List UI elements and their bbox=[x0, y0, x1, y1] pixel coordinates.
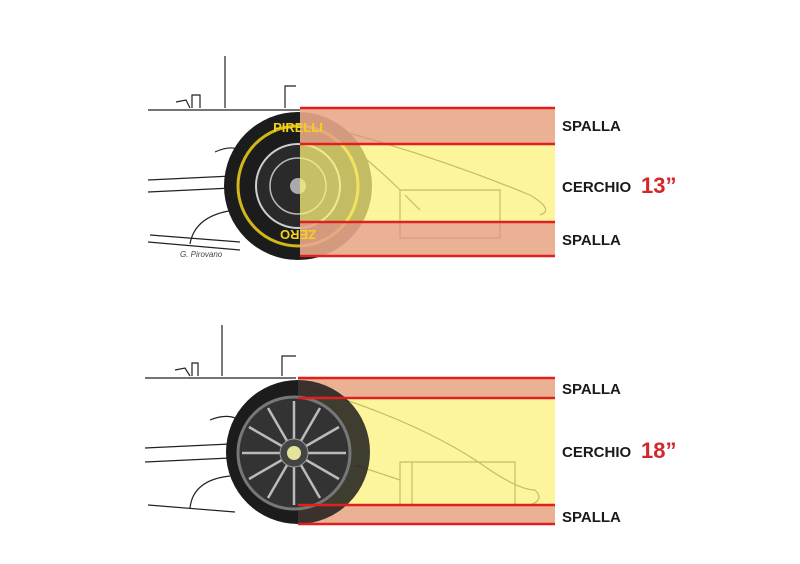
sidewall-label-bottom-lower: SPALLA bbox=[562, 509, 621, 526]
band-lines-top bbox=[300, 106, 555, 258]
sidewall-band-top-lower bbox=[300, 222, 555, 256]
tyre-brand-text: PIRELLI bbox=[273, 120, 323, 135]
tyre-18-inch bbox=[226, 380, 370, 524]
artist-signature: G. Pirovano bbox=[180, 250, 223, 259]
rim-size-18: 18” bbox=[641, 438, 676, 463]
rim-label-top: CERCHIO bbox=[562, 179, 632, 196]
sidewall-label-top-upper: SPALLA bbox=[562, 118, 621, 135]
sidewall-band-bottom-lower bbox=[298, 505, 555, 524]
tyre-model-text: ZERO bbox=[280, 227, 316, 242]
sidewall-band-bottom-upper bbox=[298, 378, 555, 398]
bottom-panel-18-inch: SPALLA CERCHIO 18” SPALLA bbox=[144, 325, 676, 526]
sidewall-label-bottom-upper: SPALLA bbox=[562, 381, 621, 398]
band-lines-bottom bbox=[298, 376, 555, 526]
sidewall-label-top-lower: SPALLA bbox=[562, 232, 621, 249]
rim-size-13: 13” bbox=[641, 173, 676, 198]
rim-label-bottom: CERCHIO bbox=[562, 444, 632, 461]
rim-band-13 bbox=[300, 144, 555, 222]
top-panel-13-inch: PIRELLI ZERO SPALLA CERCHIO 13” SPALLA G… bbox=[147, 56, 676, 260]
sidewall-band-top-upper bbox=[300, 108, 555, 144]
